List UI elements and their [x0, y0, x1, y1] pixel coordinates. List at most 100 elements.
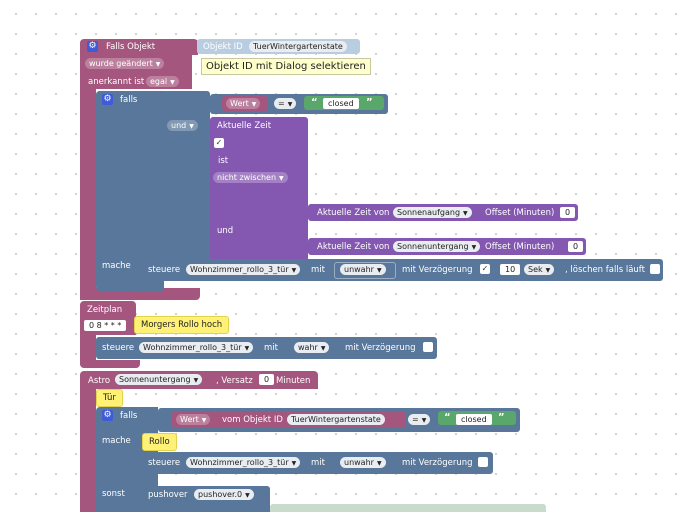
delay-checkbox[interactable]: ✓	[480, 264, 490, 274]
astro-event-value: Sonnenuntergang	[119, 375, 191, 384]
and-dropdown[interactable]: und▼	[167, 120, 198, 131]
astro-with-label: mit	[311, 458, 325, 468]
time-op-dropdown-value: nicht zwischen	[217, 173, 277, 182]
change-dropdown[interactable]: wurde geändert▼	[85, 58, 165, 69]
eq-dropdown-value: =	[278, 99, 285, 108]
time-from-label-1: Aktuelle Zeit von	[317, 208, 390, 218]
ack-dropdown[interactable]: egal▼	[146, 76, 179, 87]
schedule-target[interactable]: Wohnzimmer_rollo_3_tür▼	[139, 342, 254, 353]
trigger-params-row	[80, 55, 192, 89]
clear-checkbox[interactable]	[650, 264, 660, 274]
schedule-delay-checkbox[interactable]	[423, 342, 433, 352]
offset-label-1: Offset (Minuten)	[485, 208, 555, 218]
with-label: mit	[311, 265, 325, 275]
time-from-label-2: Aktuelle Zeit von	[317, 242, 390, 252]
astro-target[interactable]: Wohnzimmer_rollo_3_tür▼	[186, 457, 301, 468]
schedule-delay-label: mit Verzögerung	[345, 343, 416, 353]
astro-value-dropdown[interactable]: Wert▼	[176, 414, 211, 425]
open-quote-icon: “	[311, 97, 318, 108]
eq-dropdown[interactable]: =▼	[274, 98, 297, 109]
astro-delay-checkbox[interactable]	[478, 457, 488, 467]
close-quote-icon: ”	[498, 412, 505, 423]
and-block[interactable]	[164, 91, 210, 263]
else-label: sonst	[102, 489, 125, 499]
trigger-header-label: Falls Objekt	[106, 42, 156, 52]
astro-bool-dropdown[interactable]: unwahr▼	[340, 457, 386, 468]
schedule-spine	[80, 335, 96, 365]
sunset-dropdown[interactable]: Sonnenuntergang▼	[393, 241, 481, 252]
pushover-dropdown[interactable]: pushover.0▼	[194, 489, 254, 500]
schedule-with-label: mit	[264, 343, 278, 353]
time-block[interactable]	[210, 117, 308, 263]
chevron-down-icon: ▼	[471, 244, 477, 251]
value-dropdown-value: Wert	[230, 99, 249, 108]
astro-object-value[interactable]: TuerWintergartenstate	[287, 414, 385, 425]
change-dropdown-value: wurde geändert	[89, 59, 153, 68]
astro-block-spine	[80, 389, 96, 512]
time-checkbox[interactable]: ✓	[214, 138, 224, 148]
clear-label: , löschen falls läuft	[565, 265, 645, 275]
pushover-label: pushover	[148, 490, 188, 500]
chevron-down-icon: ▼	[376, 267, 382, 274]
astro-of-object-label: vom Objekt ID	[222, 415, 283, 425]
trigger-block-footer	[80, 288, 200, 300]
bool-dropdown[interactable]: unwahr▼	[340, 264, 386, 275]
schedule-comment[interactable]: Morgers Rollo hoch	[134, 316, 230, 334]
do-label: mache	[102, 261, 131, 271]
delay-unit-dropdown[interactable]: Sek▼	[524, 264, 555, 275]
astro-label: Astro	[88, 376, 111, 386]
chevron-down-icon: ▼	[193, 377, 199, 384]
chevron-down-icon: ▼	[155, 61, 161, 68]
ack-dropdown-value: egal	[150, 77, 168, 86]
control-target-value: Wohnzimmer_rollo_3_tür	[190, 265, 289, 274]
astro-string-value[interactable]: closed	[456, 414, 492, 425]
time-op-dropdown[interactable]: nicht zwischen▼	[213, 172, 288, 183]
chevron-down-icon: ▼	[170, 79, 175, 86]
astro-eq-dropdown[interactable]: =▼	[408, 414, 431, 425]
astro-offset-input[interactable]: 0	[259, 374, 275, 385]
delay-label: mit Verzögerung	[402, 265, 473, 275]
chevron-down-icon: ▼	[291, 267, 297, 274]
object-id-label: Objekt ID	[203, 42, 243, 52]
object-id-tooltip: Objekt ID mit Dialog selektieren	[201, 58, 371, 75]
tuer-comment[interactable]: Tür	[96, 389, 123, 407]
object-id-value[interactable]: TuerWintergartenstate	[249, 41, 347, 52]
chevron-down-icon: ▼	[545, 267, 551, 274]
astro-event-dropdown[interactable]: Sonnenuntergang▼	[115, 374, 203, 385]
astro-delay-label: mit Verzögerung	[402, 458, 473, 468]
open-quote-icon: “	[444, 412, 451, 423]
chevron-down-icon: ▼	[287, 101, 293, 108]
astro-control-label: steuere	[148, 458, 181, 468]
chevron-down-icon: ▼	[376, 460, 382, 467]
sunrise-dropdown-value: Sonnenaufgang	[397, 208, 461, 217]
ack-label: anerkannt ist	[88, 77, 145, 87]
and2-label: und	[217, 226, 234, 236]
sunrise-dropdown[interactable]: Sonnenaufgang▼	[393, 207, 472, 218]
chevron-down-icon: ▼	[244, 345, 250, 352]
offset-input-1[interactable]: 0	[560, 207, 576, 218]
schedule-bool-value: wahr	[298, 343, 318, 352]
sunset-dropdown-value: Sonnenuntergang	[397, 242, 469, 251]
cron-input[interactable]: 0 8 * * *	[84, 320, 127, 331]
is-label: ist	[218, 156, 229, 166]
gear-icon[interactable]: ⚙	[102, 410, 113, 421]
rollo-comment[interactable]: Rollo	[142, 433, 177, 451]
trigger-block-header[interactable]	[80, 39, 198, 55]
offset-input-2[interactable]: 0	[568, 241, 584, 252]
chevron-down-icon: ▼	[291, 460, 297, 467]
schedule-target-value: Wohnzimmer_rollo_3_tür	[143, 343, 242, 352]
value-dropdown[interactable]: Wert▼	[226, 98, 261, 109]
schedule-bool-dropdown[interactable]: wahr▼	[294, 342, 330, 353]
astro-value-dropdown-value: Wert	[180, 415, 199, 424]
string-value[interactable]: closed	[323, 98, 359, 109]
delay-input[interactable]: 10	[500, 264, 521, 275]
astro-offset-label: , Versatz	[216, 376, 253, 386]
chevron-down-icon: ▼	[251, 101, 257, 108]
control-target[interactable]: Wohnzimmer_rollo_3_tür▼	[186, 264, 301, 275]
if-block-spine	[96, 91, 164, 291]
astro-minutes-label: Minuten	[276, 376, 311, 386]
bool-dropdown-value: unwahr	[344, 265, 374, 274]
value-chip[interactable]	[222, 96, 268, 111]
gear-icon[interactable]: ⚙	[102, 94, 113, 105]
gear-icon[interactable]: ⚙	[87, 41, 98, 52]
